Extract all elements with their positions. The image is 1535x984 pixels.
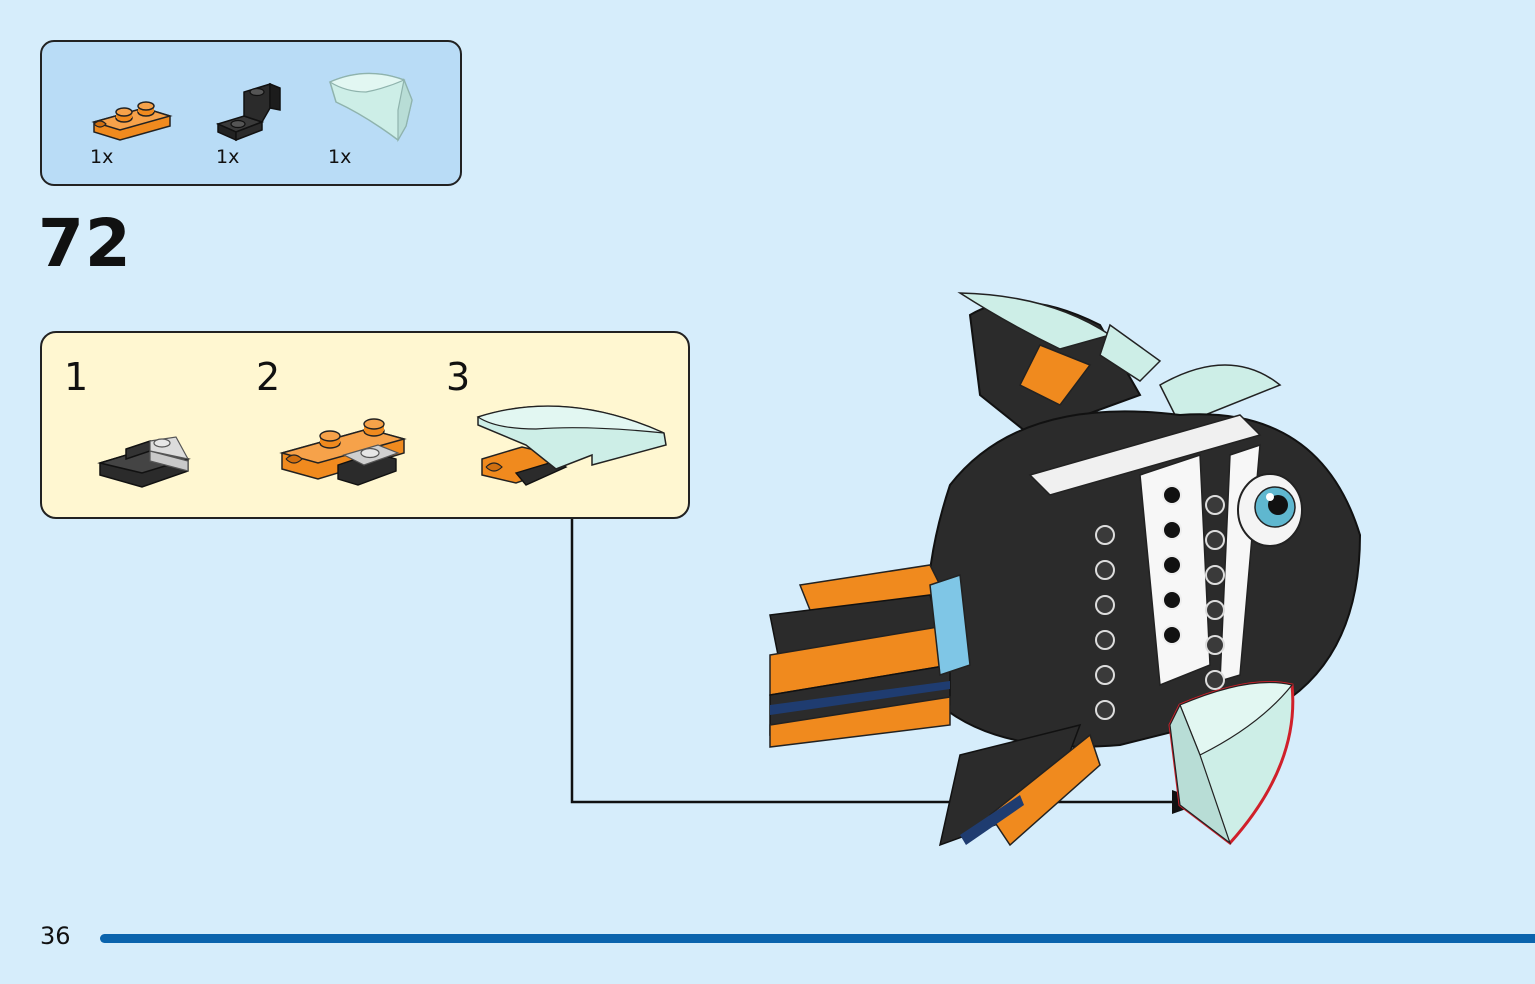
page-number: 36	[40, 922, 71, 950]
step-number: 72	[38, 205, 132, 282]
substep-1-bracket-icon	[96, 429, 192, 499]
substep-3-slope-assembly-icon	[476, 395, 672, 499]
substep-number-2: 2	[256, 355, 281, 399]
part-qty-2: 1x	[216, 146, 240, 168]
substep-number-3: 3	[446, 355, 471, 399]
part-qty-1: 1x	[90, 146, 114, 168]
substep-box: 1 2 3	[40, 331, 690, 519]
parts-list-box: 1x 1x 1x	[40, 40, 462, 186]
orange-hinge-plate-icon	[90, 94, 174, 146]
substep-2-hinge-assembly-icon	[278, 409, 408, 497]
substep-number-1: 1	[64, 355, 89, 399]
page-progress-bar	[100, 934, 1535, 943]
part-qty-3: 1x	[328, 146, 352, 168]
black-bracket-plate-icon	[214, 80, 286, 144]
aqua-curved-slope-icon	[326, 66, 418, 148]
model-fish-illustration	[760, 285, 1380, 879]
